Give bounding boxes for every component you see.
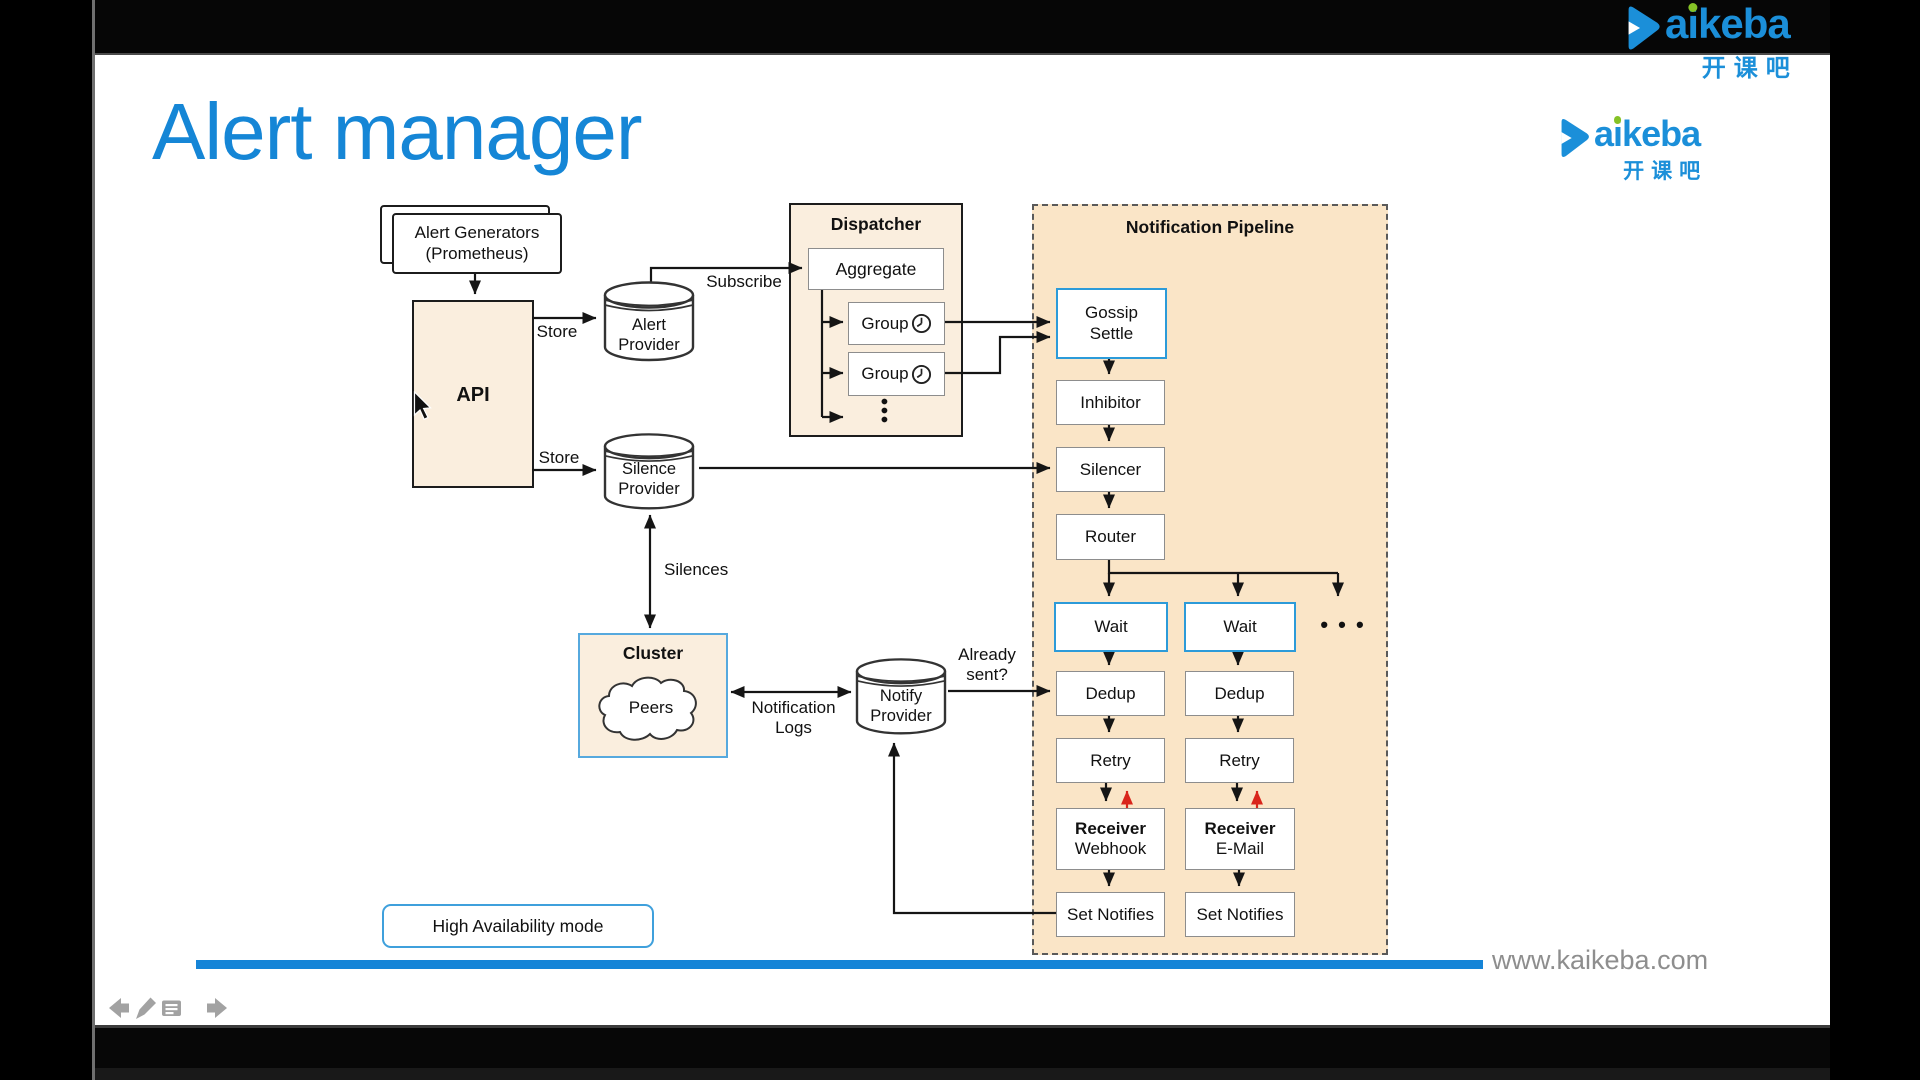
peers-cloud: Peers (592, 670, 710, 746)
retry-box-left: Retry (1056, 738, 1165, 783)
wait-box-right: Wait (1184, 602, 1296, 652)
vertical-ellipsis: ••• (872, 397, 895, 425)
database-cylinder-icon (603, 281, 695, 362)
gossip-settle-box: Gossip Settle (1056, 288, 1167, 359)
presenter-toolbar (109, 997, 227, 1020)
subscribe-label: Subscribe (706, 272, 782, 291)
alert-generators-line1: Alert Generators (414, 223, 540, 243)
alert-provider-line1: Alert (632, 316, 666, 334)
alert-provider-db: Alert Provider (601, 279, 697, 367)
group-box-bottom: Group (848, 352, 945, 396)
dedup-box-left: Dedup (1056, 671, 1165, 716)
cloud-icon (598, 676, 697, 741)
footer-accent-line (196, 960, 1483, 969)
horizontal-ellipsis: • • • (1320, 612, 1366, 637)
frame-bottom-band (95, 1068, 1830, 1080)
router-box: Router (1056, 514, 1165, 560)
high-availability-badge: High Availability mode (382, 904, 654, 948)
receiver-email-box: Receiver E-Mail (1185, 808, 1295, 870)
peers-label: Peers (628, 698, 674, 717)
brand-cn: 开课吧 (1623, 160, 1708, 183)
dispatcher-title: Dispatcher (830, 214, 922, 234)
pencil-icon[interactable] (136, 997, 156, 1020)
mouse-cursor (413, 391, 432, 421)
notification-logs-label: Notification Logs (751, 698, 836, 738)
wait-box-left: Wait (1054, 602, 1168, 652)
cluster-title: Cluster (622, 643, 684, 663)
receiver-webhook-box: Receiver Webhook (1056, 808, 1165, 870)
edge-router-branch (1107, 559, 1338, 575)
page-title: Alert manager (152, 87, 642, 176)
frame-right-bar (1830, 0, 1920, 1080)
notify-provider-line1: Notify (879, 687, 923, 705)
api-label: API (456, 384, 490, 406)
database-cylinder-icon (855, 658, 947, 735)
kaikeba-play-icon (1628, 6, 1660, 50)
store-label-top: Store (536, 322, 578, 341)
kaikeba-play-icon (1561, 119, 1589, 157)
alert-generators-box: Alert Generators (Prometheus) (392, 213, 562, 274)
clock-icon (911, 364, 931, 384)
group-label: Group (861, 364, 909, 383)
inhibitor-box: Inhibitor (1056, 380, 1165, 425)
edge-subscribe (649, 262, 803, 282)
group-label: Group (861, 313, 909, 333)
group-box-top: Group (848, 302, 945, 345)
frame-top-bar (95, 0, 1920, 55)
database-cylinder-icon (603, 433, 695, 510)
edge-group2-gossip (944, 331, 1051, 375)
notification-pipeline-title: Notification Pipeline (1125, 217, 1295, 237)
set-notifies-box-right: Set Notifies (1185, 892, 1295, 937)
silences-label: Silences (664, 560, 729, 579)
silence-provider-db: Silence Provider (601, 431, 697, 515)
retry-box-right: Retry (1185, 738, 1294, 783)
api-box: API (412, 300, 534, 488)
footer-url: www.kaikeba.com (1492, 945, 1709, 975)
silencer-box: Silencer (1056, 447, 1165, 492)
dedup-box-right: Dedup (1185, 671, 1294, 716)
edge-setnotifies-notifyprovider (888, 742, 1056, 915)
clock-icon (911, 313, 931, 334)
alert-provider-line2: Provider (618, 336, 680, 355)
silence-provider-line2: Provider (618, 480, 680, 499)
brand-cn: 开课吧 (1701, 55, 1798, 82)
notify-provider-db: Notify Provider (853, 656, 949, 740)
already-sent-label: Already sent? (958, 645, 1016, 685)
next-arrow-icon[interactable] (207, 998, 227, 1018)
silence-provider-line1: Silence (621, 460, 677, 478)
alert-generators-line2: (Prometheus) (425, 243, 529, 263)
notify-provider-line2: Provider (870, 707, 932, 726)
aggregate-box: Aggregate (808, 248, 944, 290)
frame-left-bar (0, 0, 95, 1080)
store-label-bottom: Store (538, 448, 580, 467)
set-notifies-box-left: Set Notifies (1056, 892, 1165, 937)
prev-arrow-icon[interactable] (109, 998, 129, 1018)
